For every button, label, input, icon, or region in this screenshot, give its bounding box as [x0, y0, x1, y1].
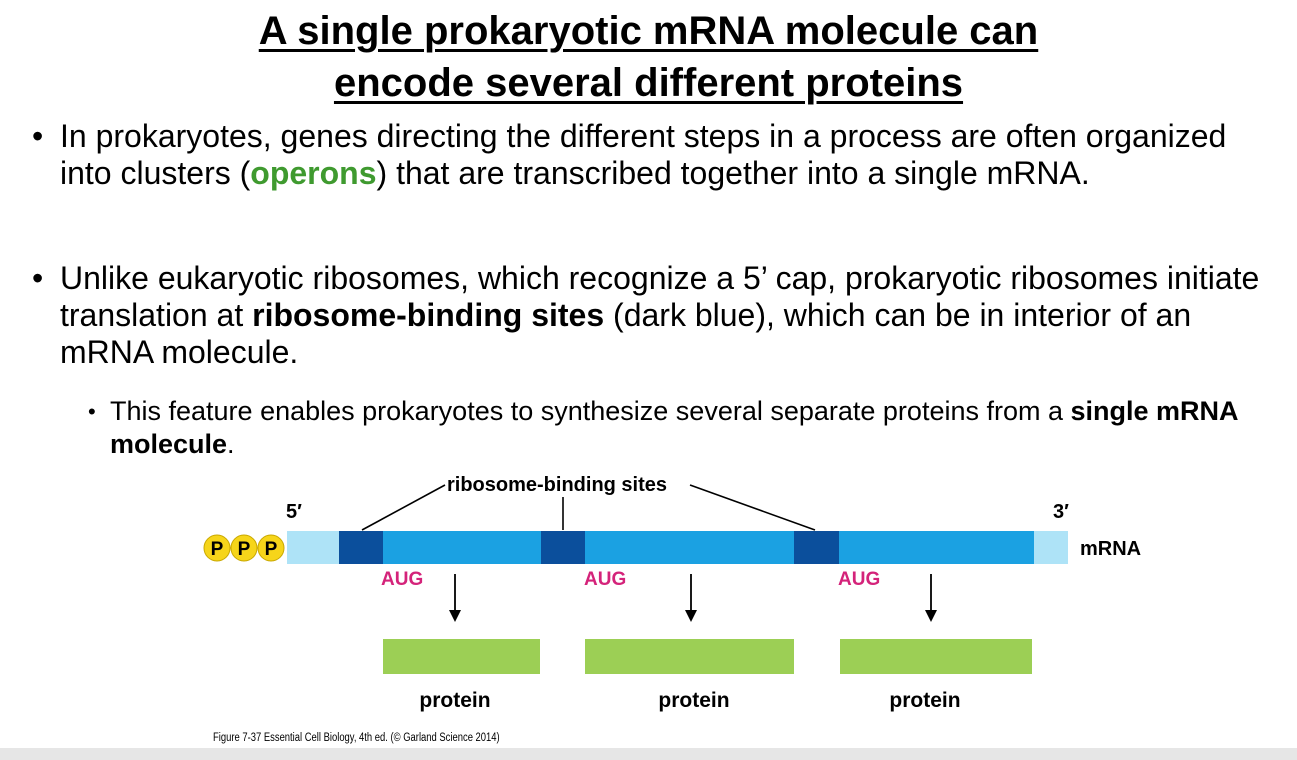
phosphate-label: P	[211, 539, 224, 560]
start-codon-label: AUG	[381, 569, 423, 590]
protein-bar-3	[840, 639, 1032, 674]
bullet-text: Unlike eukaryotic ribosomes, which recog…	[60, 260, 1260, 333]
rbs-leader-lines	[361, 484, 816, 531]
ribosome-binding-site-1	[339, 531, 383, 564]
protein-label: protein	[419, 689, 490, 712]
bullet-text: ) that are transcribed together into a s…	[376, 155, 1090, 191]
start-codon-label: AUG	[838, 569, 880, 590]
ribosome-binding-site-2	[541, 531, 585, 564]
bullet-text: .	[227, 429, 235, 459]
ribosome-binding-sites-term: ribosome-binding sites	[252, 297, 605, 333]
figure-caption: Figure 7-37 Essential Cell Biology, 4th …	[213, 732, 500, 744]
phosphate-label: P	[238, 539, 251, 560]
bullet-text: This feature enables prokaryotes to synt…	[110, 396, 1071, 426]
start-codon-label: AUG	[584, 569, 626, 590]
bullet-ribosome-binding: • Unlike eukaryotic ribosomes, which rec…	[32, 260, 1282, 371]
triphosphate-cap: P P P	[203, 534, 285, 562]
page-title-line-1: A single prokaryotic mRNA molecule can	[258, 9, 1039, 53]
three-prime-label: 3′	[1053, 501, 1069, 523]
sub-bullet-single-mrna: • This feature enables prokaryotes to sy…	[88, 395, 1293, 461]
translation-arrows	[449, 574, 937, 622]
rbs-label: ribosome-binding sites	[447, 474, 667, 496]
bullet-operons: • In prokaryotes, genes directing the di…	[32, 118, 1282, 192]
five-prime-label: 5′	[286, 501, 302, 523]
protein-bar-2	[585, 639, 794, 674]
operons-term: operons	[250, 155, 377, 191]
slide-bottom-bar	[0, 748, 1297, 760]
protein-label: protein	[889, 689, 960, 712]
bullet-text: In prokaryotes, genes directing the diff…	[60, 118, 1227, 191]
protein-label: protein	[658, 689, 729, 712]
bullet-dot: •	[88, 399, 96, 424]
bullet-text: (dark blue), which can be in interior of…	[60, 297, 1192, 370]
mrna-leader	[287, 531, 339, 564]
phosphate-label: P	[265, 539, 278, 560]
bullet-dot: •	[32, 260, 44, 296]
ribosome-binding-site-3	[794, 531, 839, 564]
single-mrna-term: single mRNA molecule	[110, 396, 1238, 459]
bullet-dot: •	[32, 118, 44, 154]
mrna-label: mRNA	[1080, 538, 1141, 560]
page-title-line-2: encode several different proteins	[333, 61, 964, 105]
protein-bar-1	[383, 639, 540, 674]
mrna-trailer	[1034, 531, 1068, 564]
operon-figure: P P P 5′ 3′ mRNA ribosome-binding sites …	[203, 474, 1141, 712]
